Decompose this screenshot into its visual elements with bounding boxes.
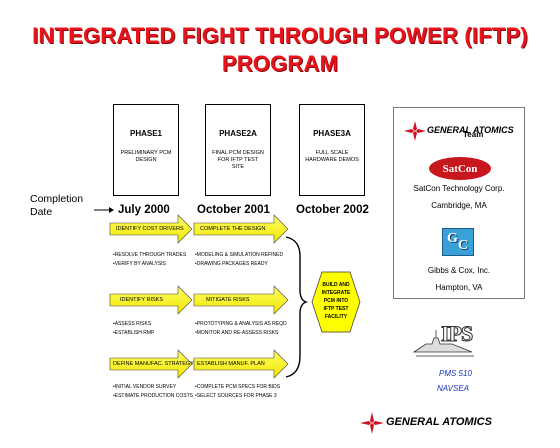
gc-logo-g: G — [447, 231, 458, 246]
gc-logo-c: C — [458, 238, 469, 253]
bullet-item: •ESTABLISH RMP — [113, 330, 155, 336]
completion-label-line-2: Date — [30, 206, 53, 218]
satcon-logo-text: SatCon — [442, 162, 478, 175]
phase-1-box: PHASE1 PRELIMINARY PCM DESIGN — [113, 104, 179, 196]
hexagon-line: INTEGRATE — [321, 290, 351, 296]
ips-ship-logo-icon — [412, 330, 474, 357]
satcon-name: SatCon Technology Corp. — [413, 184, 505, 193]
title-line-2: PROGRAM — [221, 51, 339, 76]
footer-general-atomics-icon — [360, 412, 384, 434]
ips-logo-text: IPS — [440, 321, 473, 347]
phase-1-desc: PRELIMINARY PCM DESIGN — [120, 150, 172, 163]
bullet-item: •SELECT SOURCES FOR PHASE 3 — [195, 393, 277, 399]
satcon-logo: SatCon — [429, 157, 491, 180]
arrow-label-establish-manuf-plan: ESTABLISH MANUF. PLAN — [197, 361, 265, 367]
gibbs-cox-location: Hampton, VA — [435, 283, 483, 292]
gibbs-cox-name: Gibbs & Cox, Inc. — [427, 266, 491, 275]
bullet-item: •DRAWING PACKAGES READY — [195, 261, 268, 267]
hexagon — [311, 271, 361, 333]
bullet-item: •ESTIMATE PRODUCTION COSTS — [113, 393, 193, 399]
footer-logo-text: GENERAL ATOMICS — [386, 416, 492, 428]
general-atomics-logo-icon — [404, 121, 426, 141]
satcon-location: Cambridge, MA — [431, 201, 487, 210]
phase-2a-desc: FINAL PCM DESIGN FOR IFTP TEST SITE — [212, 150, 264, 170]
arrow-mitigate-risks — [193, 285, 289, 315]
bullet-item: •COMPLETE PCM SPECS FOR BIDS — [195, 384, 281, 390]
bullet-item: •MODELING & SIMULATION REFINED — [195, 252, 284, 258]
arrow-complete-design — [193, 214, 289, 244]
team-heading: Team — [463, 130, 484, 139]
hexagon-line: FACILITY — [324, 314, 348, 320]
title-line-1: INTEGRATED FIGHT THROUGH POWER (IFTP) — [32, 23, 528, 48]
bullet-item: •RESOLVE THROUGH TRADES — [113, 252, 187, 258]
arrow-identify-risks — [109, 285, 193, 315]
bullet-item: •PROTOTYPING & ANALYSIS AS REQD — [195, 321, 287, 327]
phase-2a-box: PHASE2A FINAL PCM DESIGN FOR IFTP TEST S… — [205, 104, 271, 196]
bullets-row2-left: •ASSESS RISKS •ESTABLISH RMP — [113, 320, 154, 338]
phase-3a-name: PHASE3A — [313, 129, 351, 138]
phase-1-name: PHASE1 — [129, 129, 162, 138]
arrow-label-identify-risks: IDENTIFY RISKS — [120, 297, 163, 303]
phase-2a-name: PHASE2A — [219, 129, 257, 138]
hexagon-text: BUILD AND INTEGRATE PCM INTO IFTP TEST F… — [314, 281, 358, 321]
bullet-item: •VERIFY BY ANALYSIS — [113, 261, 166, 267]
arrow-label-complete-design: COMPLETE THE DESIGN — [200, 226, 266, 232]
phase-1-date: July 2000 — [118, 204, 170, 216]
navsea-label: NAVSEA — [437, 384, 470, 393]
bullets-row1-right: •MODELING & SIMULATION REFINED •DRAWING … — [195, 251, 283, 269]
hexagon-line: PCM INTO — [323, 298, 349, 304]
bullets-row3-left: •INITIAL VENDOR SURVEY •ESTIMATE PRODUCT… — [113, 383, 193, 401]
hexagon-line: BUILD AND — [322, 282, 350, 288]
hexagon-line: IFTP TEST — [323, 306, 349, 312]
arrow-identify-cost-drivers — [109, 214, 193, 244]
completion-arrow-icon — [94, 207, 114, 213]
bullets-row1-left: •RESOLVE THROUGH TRADES •VERIFY BY ANALY… — [113, 251, 186, 269]
phase-2a-date: October 2001 — [197, 204, 270, 216]
completion-label-line-1: Completion — [30, 193, 84, 205]
phase-3a-date: October 2002 — [296, 204, 369, 216]
bracket — [285, 236, 309, 378]
phase-3a-desc: FULL SCALE HARDWARE DEMOS — [305, 150, 359, 163]
completion-date-label: Completion Date — [30, 193, 83, 219]
bullets-row2-right: •PROTOTYPING & ANALYSIS AS REQD •MONITOR… — [195, 320, 287, 338]
bullet-item: •MONITOR AND RE-ASSESS RISKS — [195, 330, 279, 336]
arrow-define-manufac-strategy — [109, 349, 193, 379]
gibbs-cox-logo: G C — [442, 228, 474, 256]
pms-510-label: PMS 510 — [439, 369, 472, 378]
team-logo-text: GENERAL ATOMICS — [427, 125, 514, 135]
phase-3a-box: PHASE3A FULL SCALE HARDWARE DEMOS — [299, 104, 365, 196]
arrow-establish-manuf-plan — [193, 349, 289, 379]
bullets-row3-right: •COMPLETE PCM SPECS FOR BIDS •SELECT SOU… — [195, 383, 280, 401]
bullet-item: •INITIAL VENDOR SURVEY — [113, 384, 177, 390]
arrow-label-mitigate-risks: MITIGATE RISKS — [206, 297, 250, 303]
bullet-item: •ASSESS RISKS — [113, 321, 152, 327]
arrow-label-define-manufac-strategy: DEFINE MANUFAC. STRATEGY — [113, 361, 194, 367]
arrow-label-identify-cost-drivers: IDENTIFY COST DRIVERS — [116, 226, 184, 232]
